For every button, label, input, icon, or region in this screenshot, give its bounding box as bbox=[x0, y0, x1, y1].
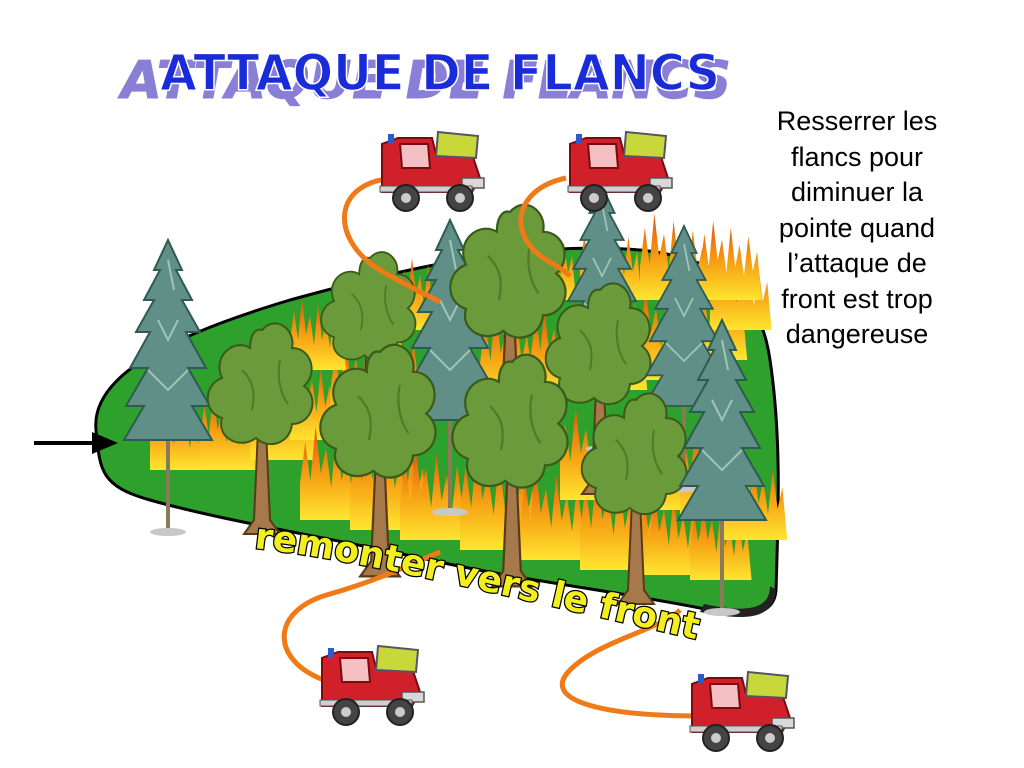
arrow-right-icon bbox=[34, 432, 118, 454]
truck-path-top-right bbox=[518, 175, 572, 278]
caption-line: l’attaque de bbox=[787, 248, 927, 278]
fire-truck-icon bbox=[379, 131, 485, 212]
truck-path-bottom-left bbox=[281, 549, 441, 683]
caption-line: diminuer la bbox=[790, 177, 924, 207]
caption-line: front est trop bbox=[781, 283, 933, 314]
caption-line: Resserrer les bbox=[776, 106, 938, 136]
fire-truck-icon bbox=[689, 671, 795, 752]
caption-line: flancs pour bbox=[790, 141, 924, 172]
fire-truck-icon bbox=[567, 131, 673, 212]
side-caption: Resserrer les flancs pour diminuer la po… bbox=[742, 104, 972, 353]
title-group: ATTAQUE DE FLANCS ATTAQUE DE FLANCS bbox=[115, 43, 737, 111]
caption-line: pointe quand bbox=[778, 212, 936, 243]
fire-truck-icon bbox=[319, 645, 425, 726]
caption-line: dangereuse bbox=[785, 319, 929, 349]
truck-path-top-left bbox=[342, 175, 442, 305]
page-title-shadow: ATTAQUE DE FLANCS bbox=[115, 50, 736, 111]
truck-path-bottom-right bbox=[559, 608, 701, 719]
page-title: ATTAQUE DE FLANCS bbox=[160, 44, 720, 102]
truck-paths bbox=[281, 175, 701, 719]
